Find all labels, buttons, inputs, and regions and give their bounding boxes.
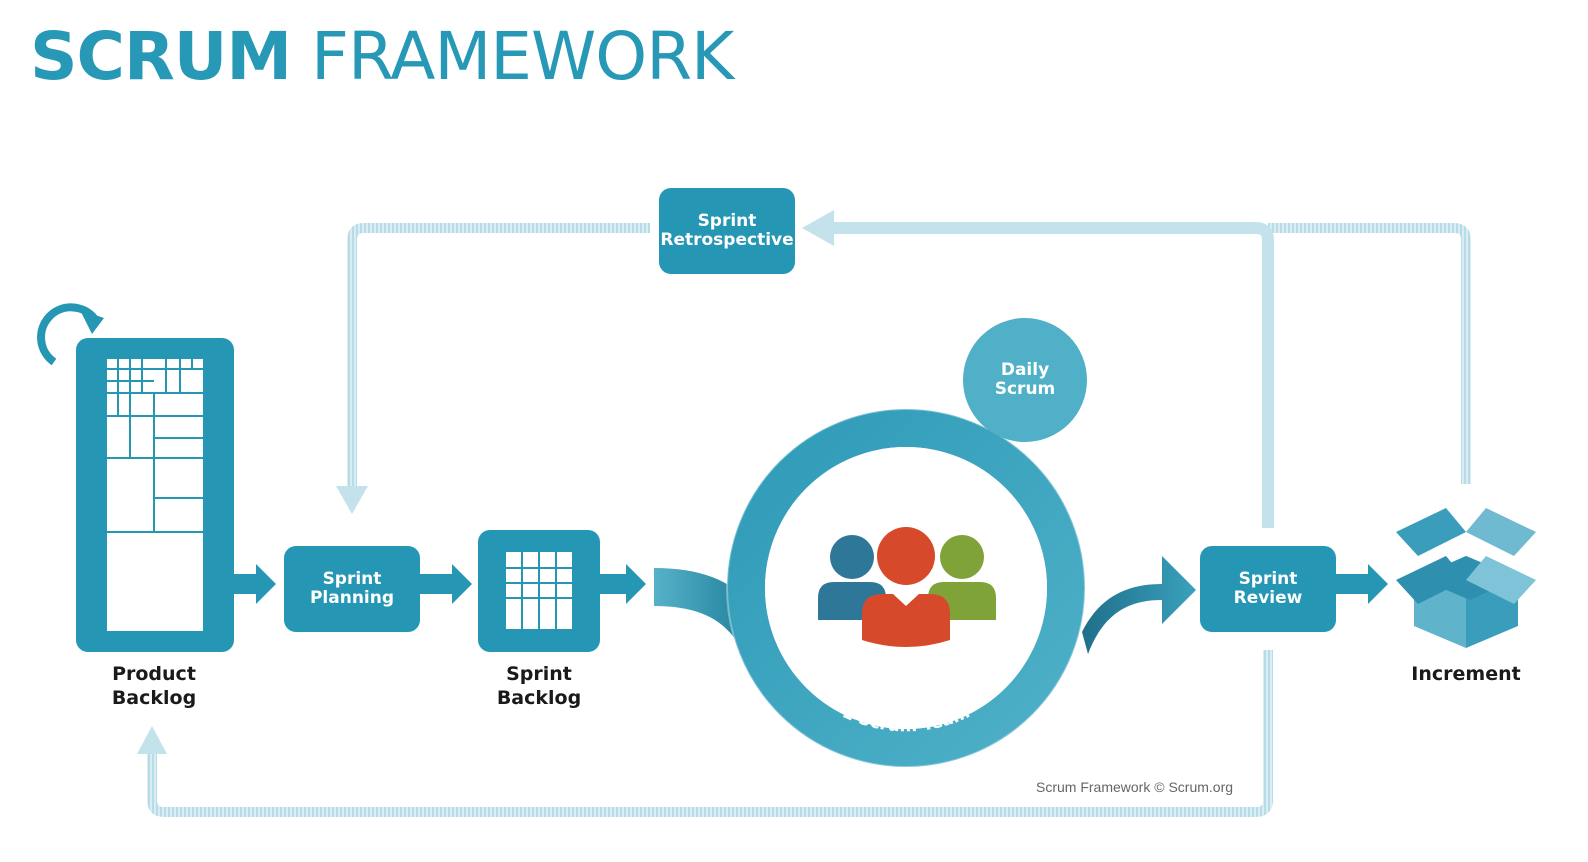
sprint-cycle-ring — [727, 409, 1085, 767]
daily-scrum-line-2: Scrum — [994, 379, 1056, 399]
arrow-sprint-backlog-to-sprint — [600, 564, 646, 604]
copyright-credit: Scrum Framework © Scrum.org — [1036, 779, 1234, 795]
product-backlog-line-2: Backlog — [111, 687, 197, 709]
product-backlog-line-1: Product — [112, 663, 196, 685]
sprint-ring-center — [765, 447, 1047, 729]
sprint-retrospective-line-2: Retrospective — [660, 230, 794, 250]
feedback-loop-top — [1268, 223, 1471, 484]
page-title: SCRUM FRAMEWORK — [30, 18, 734, 95]
sprint-retrospective-line-1: Sprint — [697, 211, 757, 231]
sprint-backlog-grid — [506, 552, 572, 629]
daily-scrum-label[interactable]: Daily Scrum — [975, 350, 1075, 410]
title-light: FRAMEWORK — [311, 18, 734, 95]
flow-arrows — [234, 564, 1388, 604]
backlog-up-arrow-icon — [137, 726, 167, 754]
sprint-ring-outline — [726, 408, 1086, 768]
title-bold: SCRUM — [30, 18, 292, 95]
arrow-review-to-increment — [1336, 564, 1388, 604]
feedback-loop-left — [347, 223, 650, 488]
sprint-review-box[interactable]: Sprint Review — [1200, 546, 1336, 632]
sprint-backlog-line-1: Sprint — [506, 663, 572, 685]
sprint-exit-arrow — [1082, 556, 1196, 654]
product-backlog-label: Product Backlog — [94, 662, 214, 710]
refresh-arrowhead — [80, 310, 104, 334]
sprint-retrospective-box[interactable]: Sprint Retrospective — [659, 188, 795, 274]
daily-scrum-circle — [963, 318, 1087, 442]
sprint-review-line-2: Review — [1233, 588, 1303, 608]
feedback-loop-bottom — [147, 650, 1273, 817]
sprint-planning-box[interactable]: Sprint Planning — [284, 546, 420, 632]
scrum-team-icon — [818, 527, 996, 647]
sprint-planning-line-2: Planning — [309, 588, 395, 608]
refresh-arrow-icon — [37, 303, 98, 366]
sprint-backlog-label: Sprint Backlog — [478, 662, 600, 710]
sprint-backlog-line-2: Backlog — [496, 687, 582, 709]
retrospective-arrow-icon — [802, 210, 834, 246]
increment-label: Increment — [1411, 663, 1521, 685]
retrospective-loop — [828, 222, 1274, 528]
sprint-planning-line-1: Sprint — [322, 569, 382, 589]
sprint-review-line-1: Sprint — [1238, 569, 1298, 589]
planning-down-arrow-icon — [336, 486, 368, 514]
daily-scrum-line-1: Daily — [1000, 360, 1050, 380]
product-backlog-grid — [105, 357, 205, 633]
arrow-planning-to-sprint-backlog — [420, 564, 472, 604]
arrow-backlog-to-planning — [234, 564, 276, 604]
sprint-backlog-box — [478, 530, 600, 652]
increment-box-icon — [1396, 508, 1536, 648]
